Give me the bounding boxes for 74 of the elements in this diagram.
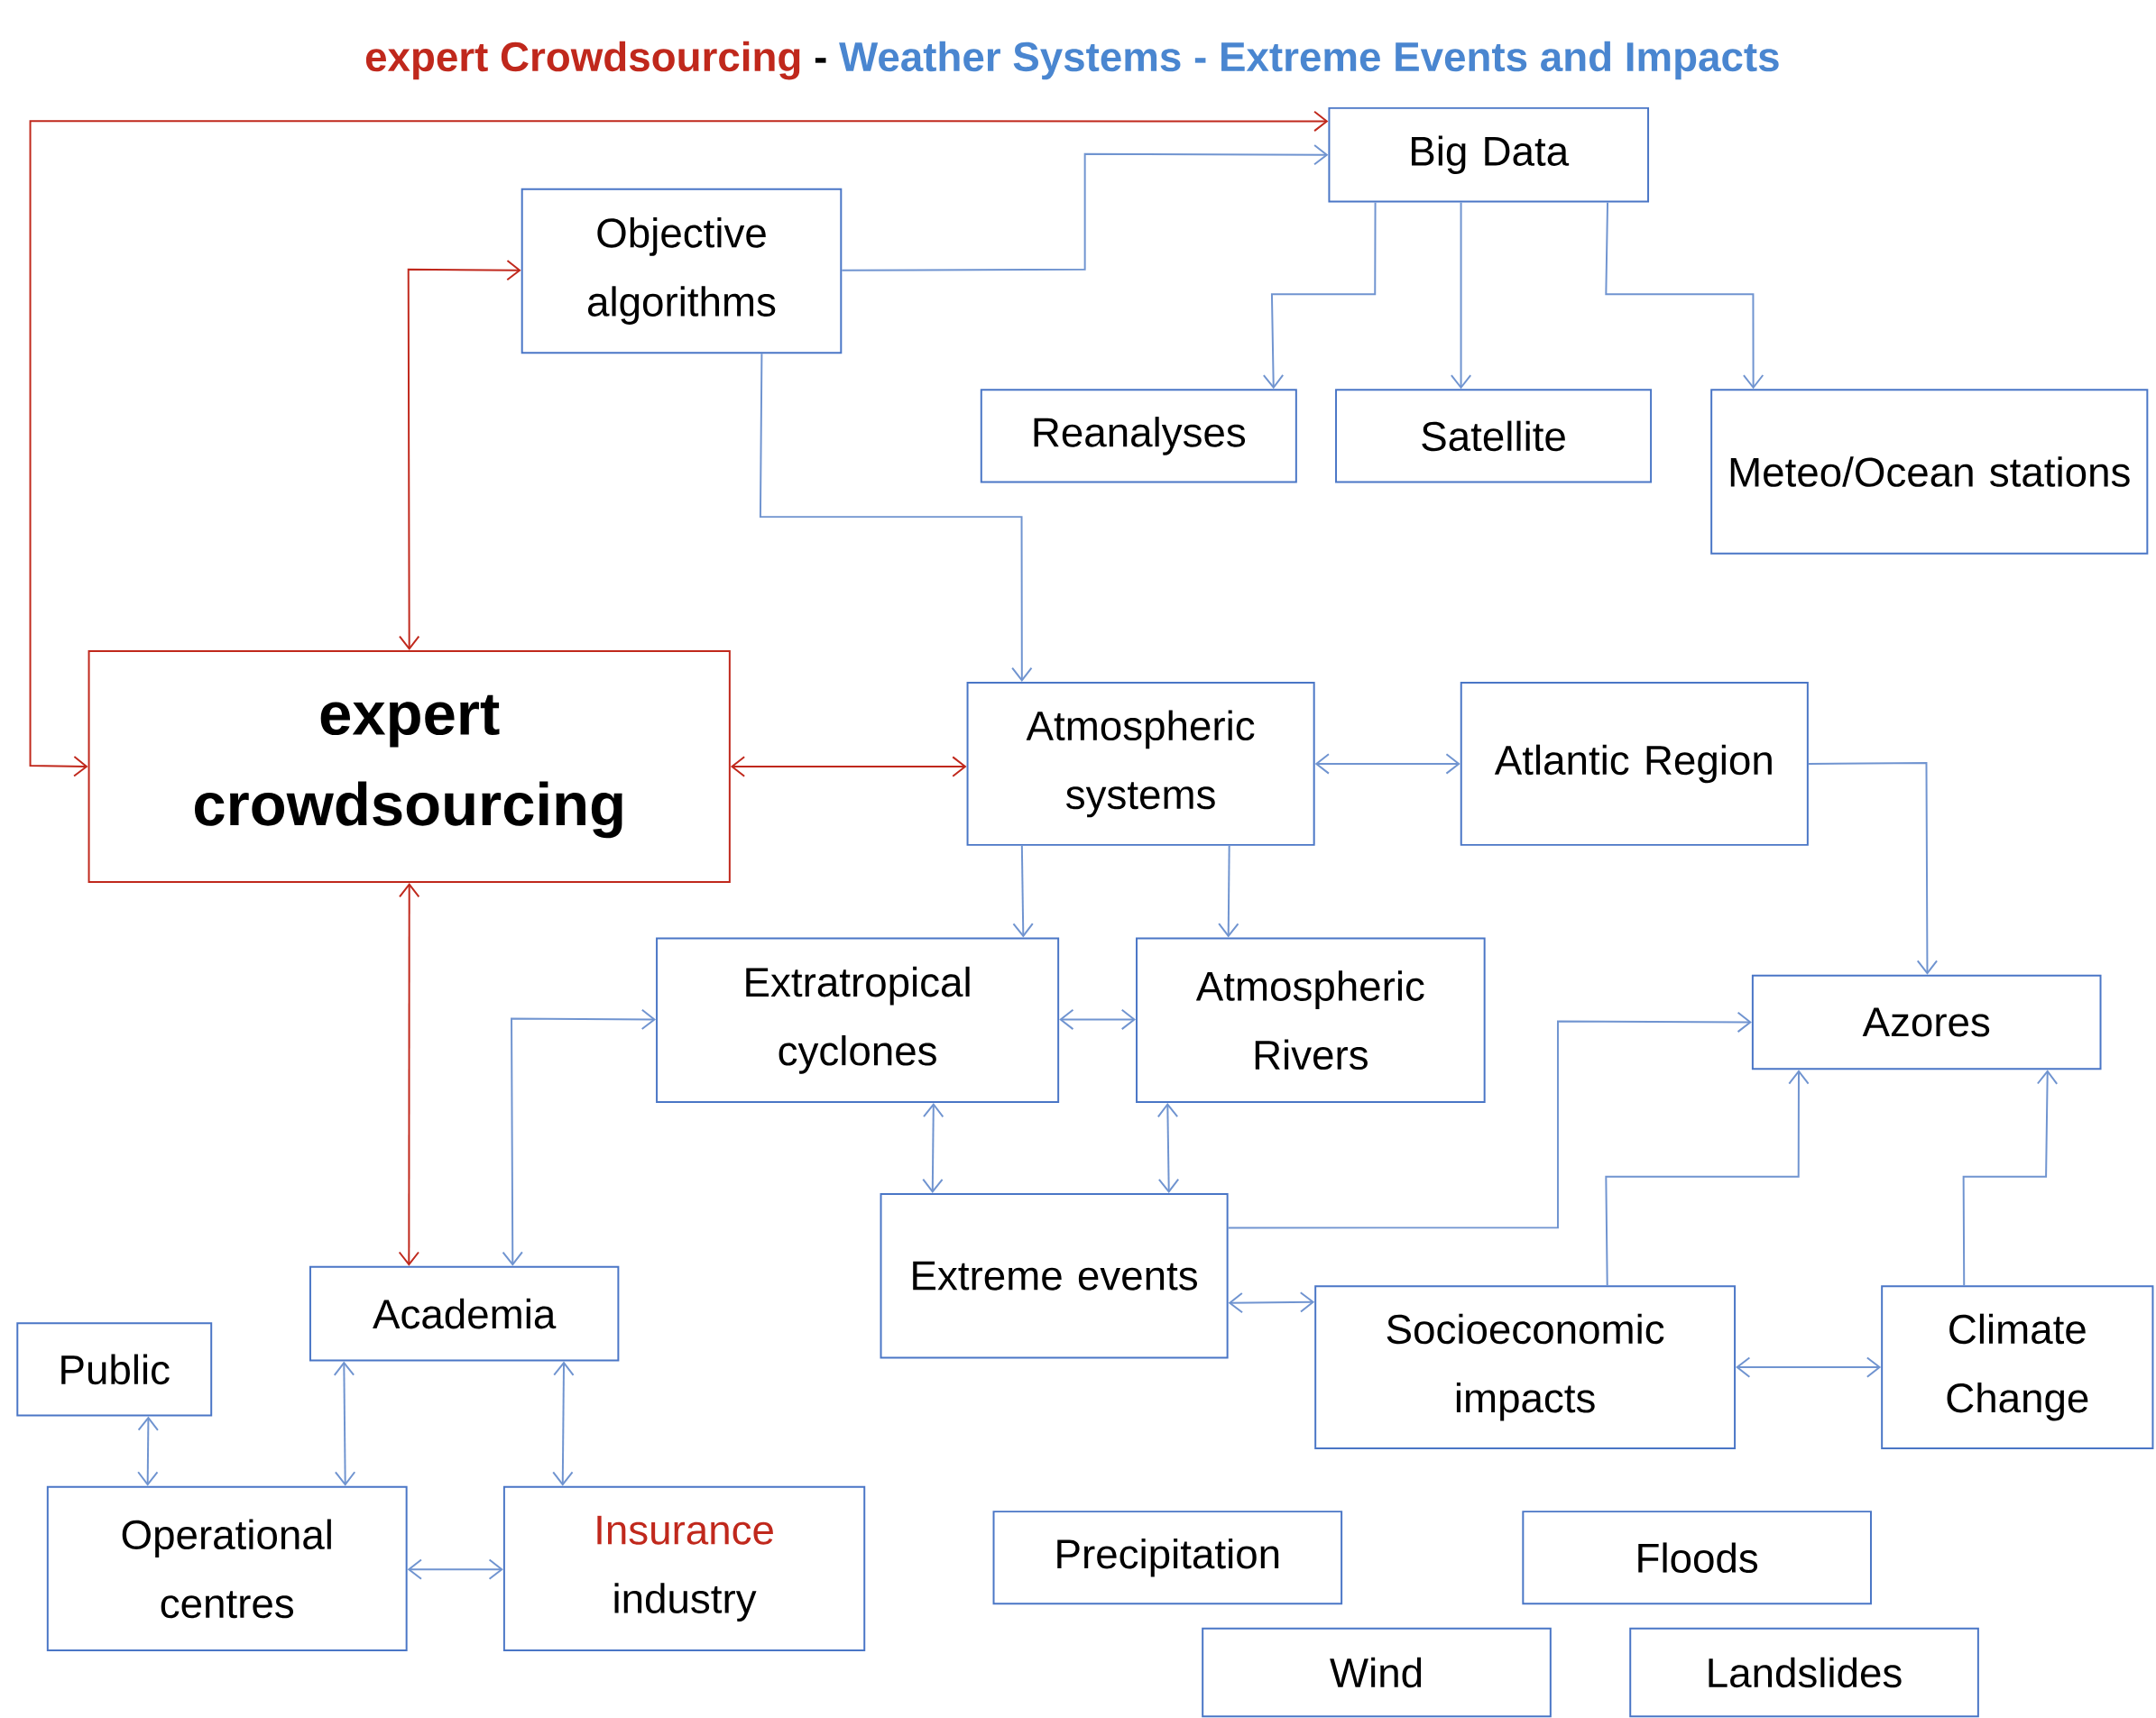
node-label: Atlantic Region xyxy=(1494,744,1772,784)
arrow xyxy=(552,1361,575,1486)
process-box xyxy=(1460,681,1809,846)
process-box xyxy=(46,1485,408,1651)
arrow xyxy=(398,882,420,1266)
arrow xyxy=(502,1008,657,1266)
arrow xyxy=(1605,1070,1810,1286)
arrow xyxy=(399,259,521,650)
node-label: Socioeconomic impacts xyxy=(1387,1313,1664,1421)
node-label: Big Data xyxy=(1412,135,1570,174)
node-label: Floods xyxy=(1638,1542,1758,1573)
process-box xyxy=(309,1265,620,1362)
process-box xyxy=(980,389,1297,483)
process-box xyxy=(992,1511,1343,1605)
arrow xyxy=(730,756,967,777)
process-box xyxy=(1881,1285,2154,1449)
process-box xyxy=(1202,1627,1552,1718)
node-label: Meteo/Ocean stations xyxy=(1730,456,2130,487)
node-label: Climate Change xyxy=(1947,1313,2088,1421)
process-box xyxy=(656,937,1060,1103)
arrow xyxy=(1156,1102,1180,1193)
arrow xyxy=(1736,1356,1882,1378)
node-label: Extratropical cyclones xyxy=(746,966,970,1074)
process-box xyxy=(88,649,731,883)
process-box xyxy=(1710,389,2149,555)
node-label: Landslides xyxy=(1709,1657,1902,1688)
arrow xyxy=(1218,844,1239,938)
arrow xyxy=(759,353,1033,682)
process-box xyxy=(1629,1627,1979,1718)
process-box xyxy=(1522,1511,1872,1605)
arrow xyxy=(333,1361,356,1486)
process-box xyxy=(1751,974,2102,1070)
title-text: - xyxy=(815,58,826,63)
title-text: Weather Systems - Extreme Events and Impacts xyxy=(839,41,1779,80)
arrow xyxy=(1314,753,1460,775)
arrow xyxy=(1012,844,1034,938)
arrow xyxy=(1605,201,1764,390)
arrow xyxy=(1228,1291,1315,1314)
arrow xyxy=(1059,1008,1137,1030)
arrow xyxy=(1227,1011,1752,1229)
arrow xyxy=(1450,201,1472,390)
node-label: expert crowdsourcing xyxy=(194,694,622,839)
node-label: Wind xyxy=(1330,1657,1422,1688)
process-box xyxy=(1335,389,1653,483)
node-label: industry xyxy=(614,1583,757,1622)
node-label: Operational centres xyxy=(122,1519,331,1619)
node-label: Precipitation xyxy=(1057,1538,1279,1577)
process-box xyxy=(521,188,843,354)
arrow xyxy=(407,1558,503,1580)
process-box xyxy=(1314,1285,1737,1449)
arrow xyxy=(1262,201,1377,390)
process-box xyxy=(1136,937,1486,1103)
node-label: Atmospheric systems xyxy=(1026,710,1255,818)
process-box xyxy=(966,681,1315,846)
arrow xyxy=(841,143,1329,271)
process-box xyxy=(502,1485,866,1651)
arrow xyxy=(1962,1070,2059,1286)
node-label: Objective algorithms xyxy=(587,216,776,325)
process-box xyxy=(880,1192,1229,1359)
node-label: Insurance xyxy=(597,1515,773,1545)
process-box xyxy=(1328,106,1650,203)
node-label: Reanalyses xyxy=(1034,416,1246,455)
arrow xyxy=(922,1102,944,1193)
arrow xyxy=(1807,761,1939,975)
process-box xyxy=(16,1322,213,1417)
node-label: Azores xyxy=(1862,1007,1990,1037)
arrow xyxy=(29,110,1329,777)
node-label: Public xyxy=(61,1354,170,1385)
node-label: Extreme events xyxy=(913,1261,1197,1291)
arrow xyxy=(137,1416,159,1486)
node-label: Atmospheric Rivers xyxy=(1195,970,1424,1070)
title-text: expert Crowdsourcing xyxy=(365,41,800,80)
node-label: Satellite xyxy=(1422,420,1565,452)
node-label: Academia xyxy=(373,1298,557,1329)
